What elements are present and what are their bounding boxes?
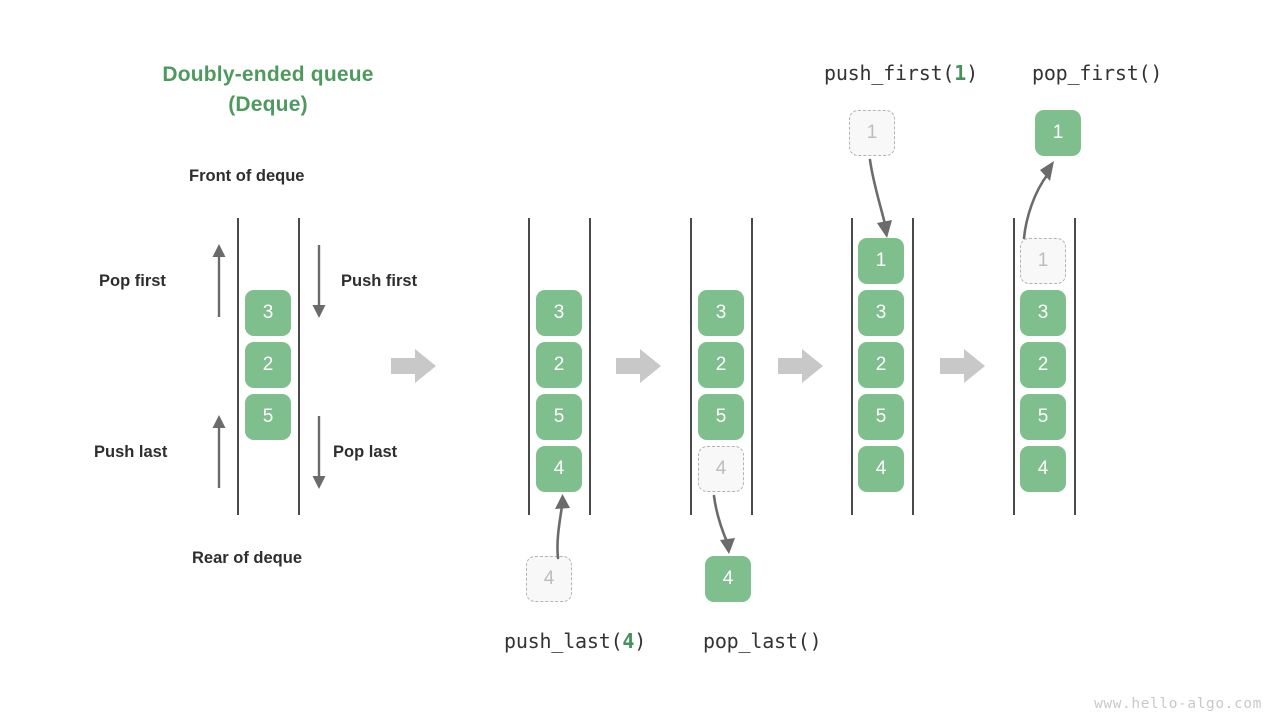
push-last-arg: 4 <box>622 629 635 653</box>
deque-cell: 5 <box>1020 394 1066 440</box>
deque-cell: 5 <box>858 394 904 440</box>
deque-cell: 3 <box>536 290 582 336</box>
push-first-operation-label: push_first(1) <box>824 61 978 85</box>
push-last-operation-label: push_last(4) <box>504 629 646 653</box>
deque-cell: 2 <box>858 342 904 388</box>
deque-cell: 2 <box>698 342 744 388</box>
deque-rail-left-2 <box>528 218 530 515</box>
deque-rail-right-2 <box>589 218 591 515</box>
deque-rail-left-3 <box>690 218 692 515</box>
deque-cell-ghost: 1 <box>1020 238 1066 284</box>
deque-cell: 5 <box>245 394 291 440</box>
flow-arrow-icon <box>778 348 824 384</box>
deque-cell: 1 <box>858 238 904 284</box>
deque-rail-right-4 <box>912 218 914 515</box>
deque-cell: 3 <box>698 290 744 336</box>
push-first-motion-arrow-icon <box>857 158 907 240</box>
deque-rail-left-4 <box>851 218 853 515</box>
deque-cell: 3 <box>858 290 904 336</box>
pop-last-operation-label: pop_last() <box>703 629 822 653</box>
pop-first-result-cell: 1 <box>1035 110 1081 156</box>
deque-cell-ghost: 4 <box>698 446 744 492</box>
push-first-source-cell: 1 <box>849 110 895 156</box>
deque-cell: 3 <box>245 290 291 336</box>
flow-arrow-icon <box>616 348 662 384</box>
front-of-deque-label: Front of deque <box>189 167 305 185</box>
pop-last-arrow-icon <box>306 414 332 490</box>
deque-cell: 4 <box>536 446 582 492</box>
deque-cell: 5 <box>698 394 744 440</box>
pop-last-label: Pop last <box>333 443 398 461</box>
flow-arrow-icon <box>391 348 437 384</box>
pop-first-operation-label: pop_first() <box>1032 61 1162 85</box>
push-first-arg: 1 <box>954 61 967 85</box>
deque-cell: 4 <box>858 446 904 492</box>
pop-last-result-cell: 4 <box>705 556 751 602</box>
watermark: www.hello-algo.com <box>1094 696 1262 712</box>
deque-rail-right-5 <box>1074 218 1076 515</box>
push-last-source-cell: 4 <box>526 556 572 602</box>
deque-rail-right-1 <box>298 218 300 515</box>
push-first-prefix: push_first( <box>824 61 955 85</box>
push-last-motion-arrow-icon <box>540 490 590 560</box>
flow-arrow-icon <box>940 348 986 384</box>
push-first-label: Push first <box>341 272 418 290</box>
push-last-label: Push last <box>94 443 168 461</box>
pop-first-prefix: pop_first() <box>1032 61 1163 85</box>
push-first-arrow-icon <box>306 243 332 319</box>
rear-of-deque-label: Rear of deque <box>192 549 303 567</box>
deque-cell: 2 <box>536 342 582 388</box>
pop-last-prefix: pop_last() <box>703 629 822 653</box>
deque-cell: 4 <box>1020 446 1066 492</box>
pop-first-label: Pop first <box>99 272 166 290</box>
deque-rail-left-1 <box>237 218 239 515</box>
deque-cell: 2 <box>245 342 291 388</box>
page-title: Doubly-ended queue (Deque) <box>148 60 388 121</box>
push-last-suffix: ) <box>634 629 647 653</box>
pop-last-motion-arrow-icon <box>700 494 750 556</box>
deque-cell: 3 <box>1020 290 1066 336</box>
title-line-1: Doubly-ended queue <box>162 63 374 86</box>
push-first-suffix: ) <box>966 61 978 85</box>
push-last-prefix: push_last( <box>504 629 623 653</box>
push-last-arrow-icon <box>206 414 232 490</box>
deque-cell: 2 <box>1020 342 1066 388</box>
title-line-2: (Deque) <box>228 93 308 117</box>
pop-first-motion-arrow-icon <box>1010 156 1070 240</box>
deque-rail-left-5 <box>1013 218 1015 515</box>
deque-rail-right-3 <box>751 218 753 515</box>
deque-cell: 5 <box>536 394 582 440</box>
pop-first-arrow-icon <box>206 243 232 319</box>
